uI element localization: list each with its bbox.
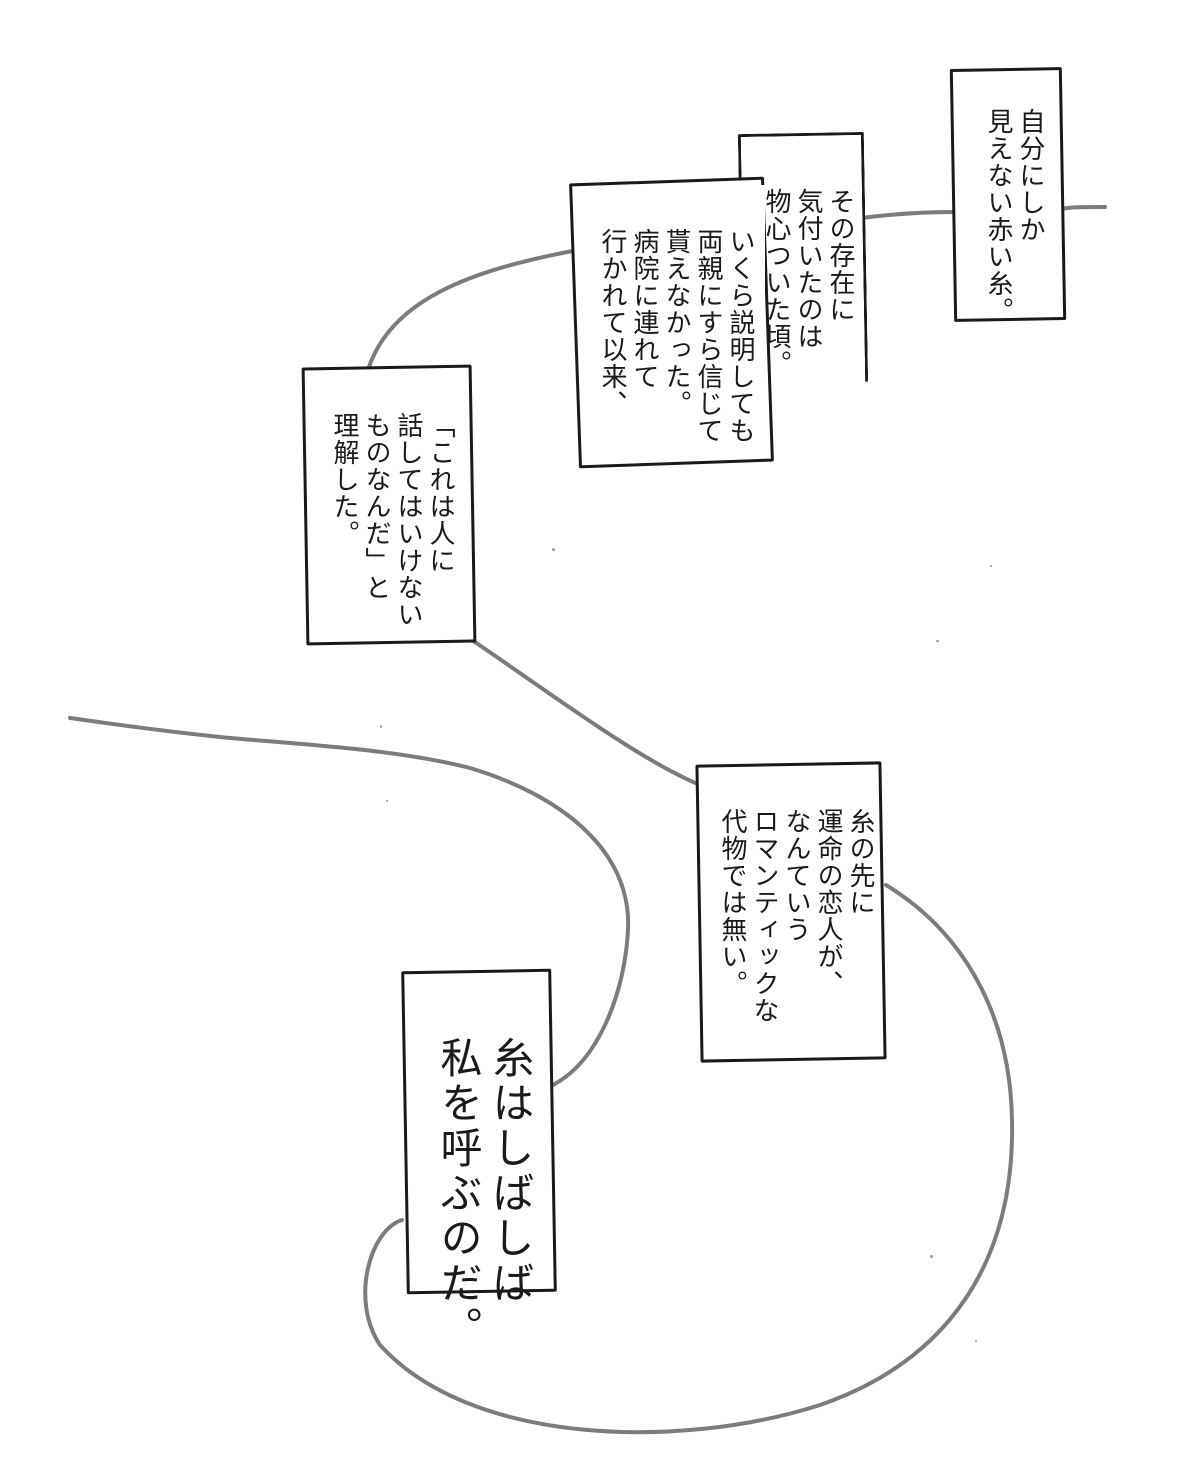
ink-speck	[936, 640, 939, 642]
caption-text-2b: いくら説明しても 両親にすら信じて 貰えなかった。 病院に連れて 行かれて以来、	[597, 228, 755, 444]
caption-text-4: 糸の先に 運命の恋人が、 なんていう ロマンティックな 代物では無い。	[717, 808, 875, 1024]
ink-speck	[930, 1255, 933, 1258]
caption-text-5: 糸はしばしば 私を呼ぶのだ。	[434, 1036, 535, 1351]
ink-speck	[975, 1340, 977, 1342]
ink-speck	[386, 800, 388, 802]
caption-text-3: 「これは人に 話してはいけない ものなんだ」と 理解した。	[329, 412, 455, 628]
thread-path	[68, 205, 1107, 1435]
caption-box-2-joint	[745, 185, 765, 380]
caption-text-1: 自分にしか 見えない赤い糸。	[983, 108, 1045, 324]
ink-speck	[990, 565, 992, 567]
ink-speck	[552, 548, 555, 551]
ink-speck	[380, 725, 382, 728]
caption-text-2a: その存在に 気付いたのは 物心ついた頃。	[761, 188, 855, 377]
